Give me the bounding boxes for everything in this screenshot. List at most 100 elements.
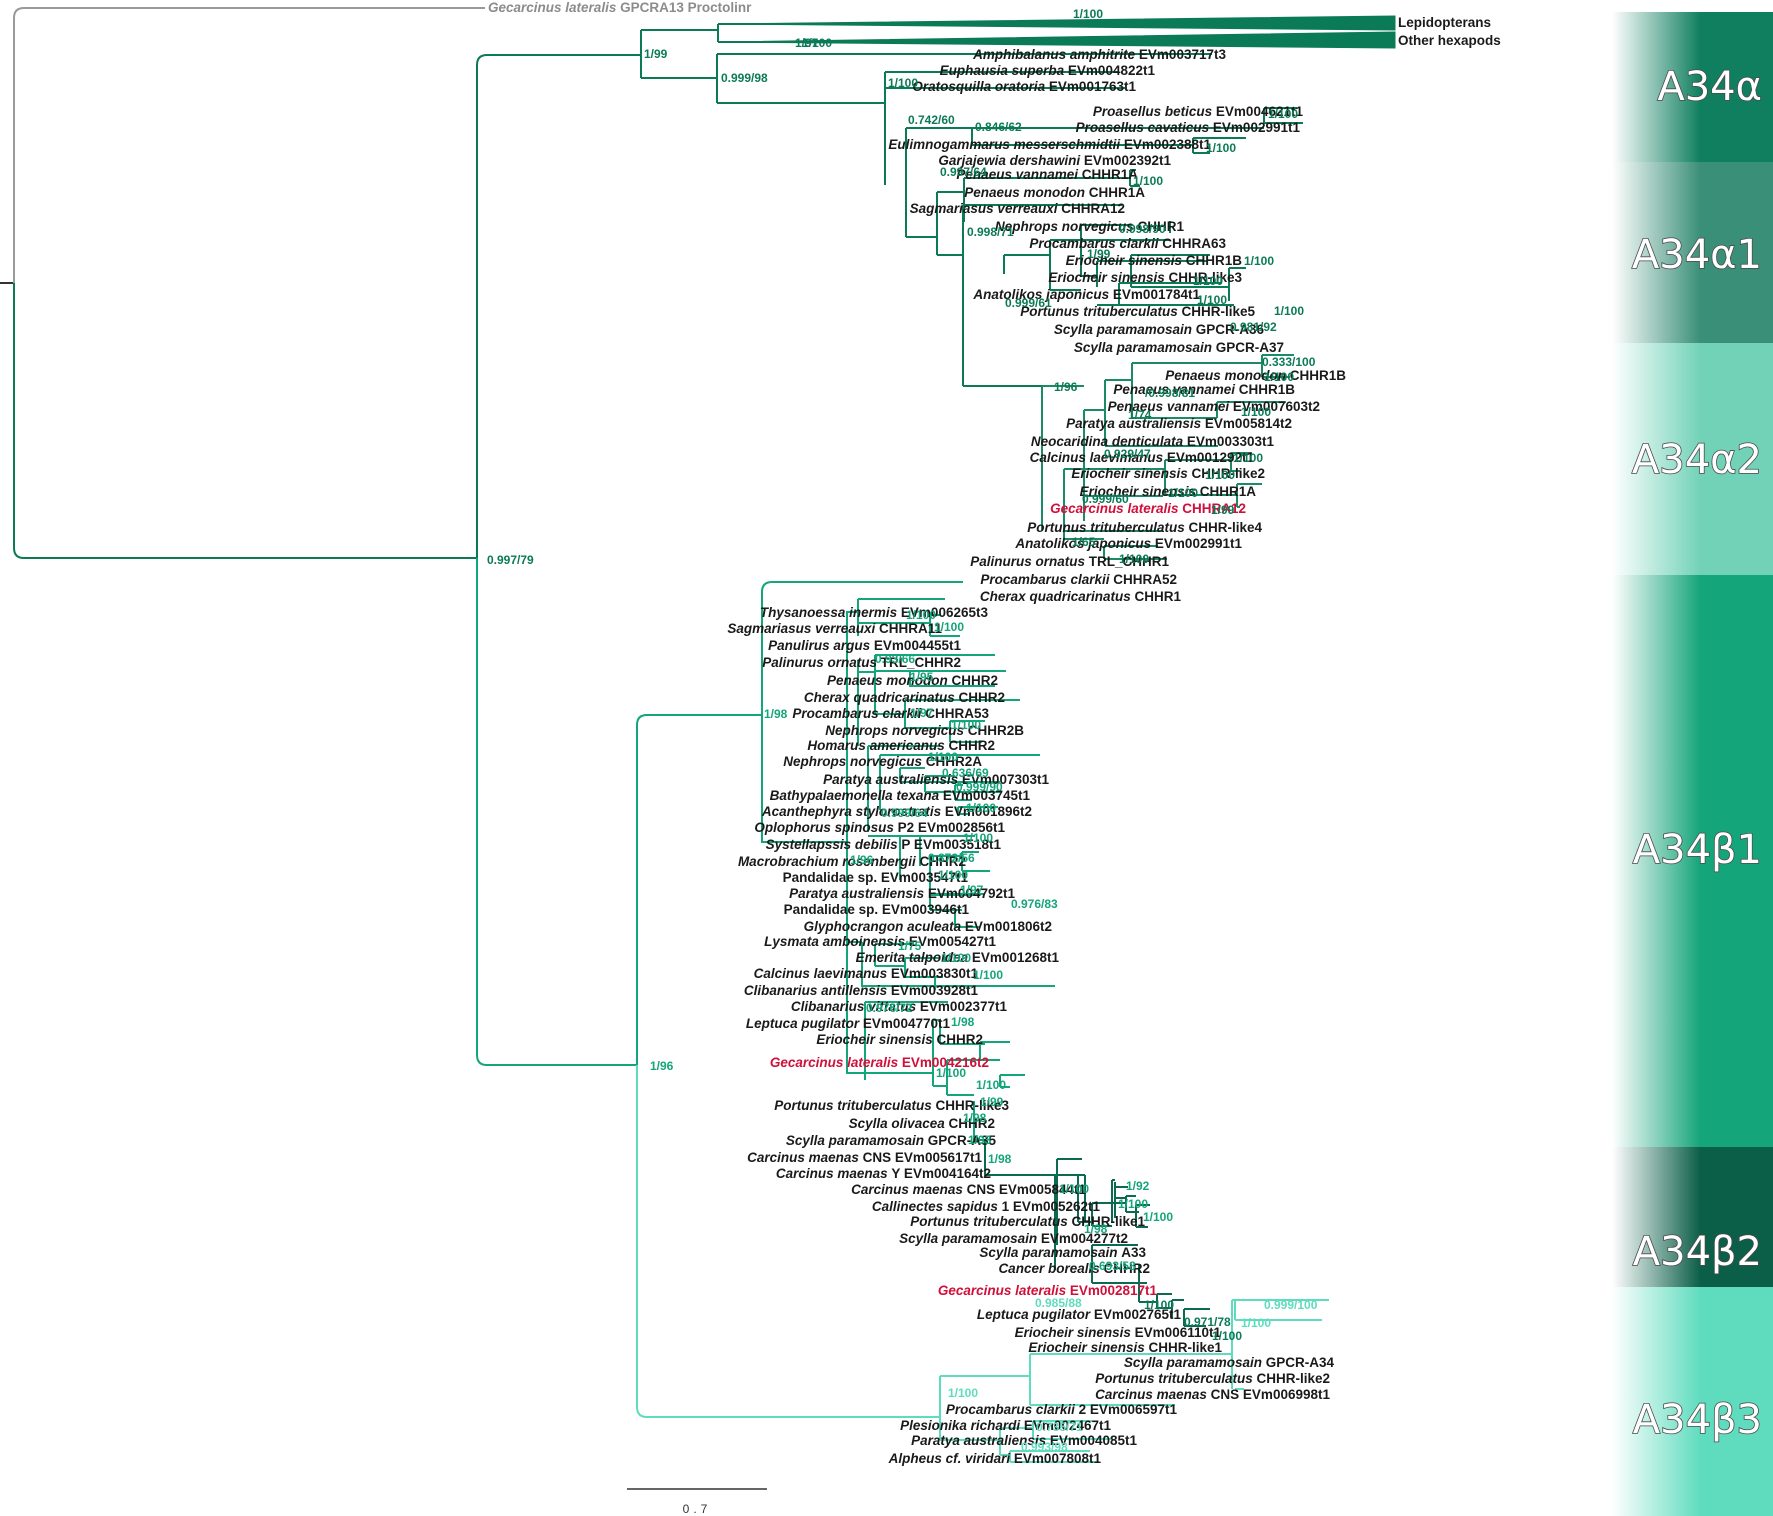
scale-bar: 0.7 <box>627 1488 767 1516</box>
leaf-label: Proasellus beticus EVm004621t1 <box>1093 104 1304 119</box>
support-value: 1/100 <box>1119 552 1149 566</box>
leaf-gene: CHHRA11 <box>879 621 943 636</box>
leaf-species: Penaeus vannamei <box>1113 382 1238 397</box>
leaf-species: Nephrops norvegicus <box>995 219 1138 234</box>
leaf-label: Scylla paramamosain A33 <box>979 1245 1146 1260</box>
clade-label-alpha2: A34α2 <box>1632 437 1762 483</box>
leaf-label: Portunus trituberculatus CHHR-like2 <box>1095 1371 1330 1386</box>
leaf-gene: CHHR1 <box>1137 219 1184 234</box>
leaf-species: Nephrops norvegicus <box>825 723 968 738</box>
leaf-label: Scylla paramamosain EVm004277t2 <box>899 1231 1128 1246</box>
leaf-label: Lysmata amboinensis EVm005427t1 <box>764 934 996 949</box>
leaf-label: Eriocheir sinensis CHHR-like1 <box>1028 1340 1222 1355</box>
leaf-gene: GPCR-A34 <box>1266 1355 1335 1370</box>
leaf-label: Garjajewia dershawini EVm002392t1 <box>938 153 1171 168</box>
support-value: 0.999/64 <box>881 806 928 820</box>
support-value: 0.976/72 <box>866 1001 913 1015</box>
support-value: 1/100 <box>1264 370 1294 384</box>
leaf-label: Scylla paramamosain GPCR-A34 <box>1124 1355 1335 1370</box>
support-value: 0.993/98 <box>1021 1440 1068 1454</box>
support-value: 1/100 <box>1118 1197 1148 1211</box>
leaf-label: Scylla paramamosain GPCR-A37 <box>1074 340 1284 355</box>
leaf-label: Oplophorus spinosus P2 EVm002856t1 <box>754 820 1005 835</box>
leaf-label: Callinectes sapidus 1 EVm005262t1 <box>872 1199 1101 1214</box>
leaf-label: Nephrops norvegicus CHHR2B <box>825 723 1024 738</box>
support-value: 1/99 <box>644 47 668 61</box>
support-value: 1/100 <box>1212 1329 1242 1343</box>
leaf-species: Panulirus argus <box>768 638 874 653</box>
scale-bar-label: 0.7 <box>683 1502 712 1516</box>
leaf-gene: CHHR2 <box>951 673 998 688</box>
leaf-label: Portunus trituberculatus CHHR-like3 <box>774 1098 1009 1113</box>
leaf-species: Procambarus clarkii <box>1029 236 1162 251</box>
leaf-gene: CHHRA12 <box>1182 501 1246 516</box>
leaf-gene: CHHR1A <box>1089 185 1146 200</box>
leaf-gene: CHHR-like1 <box>1071 1214 1145 1229</box>
leaf-species: Scylla paramamosain <box>979 1245 1121 1260</box>
support-value: 1/100 <box>1205 468 1235 482</box>
leaf-species: Lysmata amboinensis <box>764 934 909 949</box>
support-value: 1/100 <box>1144 1298 1174 1312</box>
support-value: 1/100 <box>941 951 971 965</box>
leaf-label: Procambarus clarkii CHHRA52 <box>980 572 1177 587</box>
beta1-branches <box>636 581 1055 1140</box>
leaf-gene: EVm004085t1 <box>1050 1433 1138 1448</box>
leaf-gene: CHHRA52 <box>1113 572 1177 587</box>
leaf-gene: CHHR1A <box>1082 167 1139 182</box>
leaf-species: Oplophorus spinosus <box>754 820 897 835</box>
support-value: 1/100 <box>802 36 832 50</box>
leaf-species: Scylla olivacea <box>849 1116 949 1131</box>
leaf-gene: Pandalidae sp. EVm003547t1 <box>783 870 969 885</box>
leaf-species: Proasellus cavaticus <box>1076 120 1213 135</box>
leaf-label: Sagmariasus verreauxi CHHRA12 <box>910 201 1125 216</box>
support-value: 1/100 <box>1268 107 1298 121</box>
leaf-gene: EVm003830t1 <box>891 966 979 981</box>
leaf-species: Eriocheir sinensis <box>1015 1325 1135 1340</box>
leaf-species: Homarus americanus <box>807 738 948 753</box>
leaf-gene: EVm004277t2 <box>1041 1231 1128 1246</box>
leaf-species: Carcinus maenas <box>747 1150 863 1165</box>
leaf-gene: EVm002817t1 <box>1070 1283 1158 1298</box>
leaf-label: Paratya australiensis EVm007303t1 <box>823 772 1049 787</box>
leaf-species: Gecarcinus lateralis <box>938 1283 1070 1298</box>
leaf-species: Eriocheir sinensis <box>1071 466 1191 481</box>
leaf-label: Paratya australiensis EVm005814t2 <box>1066 416 1292 431</box>
support-value: 0.999/90 <box>956 780 1003 794</box>
leaf-label: Panulirus argus EVm004455t1 <box>768 638 961 653</box>
branch-alpha-clade <box>476 54 641 558</box>
leaf-label: Eriocheir sinensis EVm006110t1 <box>1015 1325 1222 1340</box>
leaf-gene: CHHR-like5 <box>1181 304 1255 319</box>
leaf-species: Proasellus beticus <box>1093 104 1216 119</box>
leaf-species: Portunus trituberculatus <box>910 1214 1071 1229</box>
leaf-gene: CNS EVm005617t1 <box>863 1150 983 1165</box>
support-value: 0.636/69 <box>942 766 989 780</box>
leaf-gene: TRL_CHHR2 <box>881 655 961 670</box>
leaf-gene: EVm004455t1 <box>874 638 962 653</box>
support-value: 1/100 <box>1059 1182 1089 1196</box>
leaf-gene: CHHR1B <box>1239 382 1296 397</box>
support-value: 0.998/90 <box>1119 222 1166 236</box>
leaf-species: Anatolikos japonicus <box>1014 536 1155 551</box>
leaf-label: Anatolikos japonicus EVm002991t1 <box>1014 536 1242 551</box>
alpha2-branches <box>1041 354 1294 560</box>
leaf-label: Eriocheir sinensis CHHR-like3 <box>1048 270 1242 285</box>
leaf-species: Systellapssis debilis <box>766 837 902 852</box>
collapsed-other-hexapods <box>717 31 1396 49</box>
support-value: 1/100 <box>1193 274 1223 288</box>
support-value: 1/100 <box>1168 486 1198 500</box>
leaf-gene: P EVm003518t1 <box>901 837 1001 852</box>
leaf-species: Paratya australiensis <box>789 886 928 901</box>
leaf-label: Amphibalanus amphitrite EVm003717t3 <box>972 47 1226 62</box>
support-value: 0.985/88 <box>1035 1296 1082 1310</box>
leaf-label: Leptuca pugilator EVm004770t1 <box>746 1016 951 1031</box>
leaf-species: Eriocheir sinensis <box>1066 253 1186 268</box>
leaf-label: Proasellus cavaticus EVm002991t1 <box>1076 120 1301 135</box>
leaf-gene: EVm002392t1 <box>1084 153 1172 168</box>
leaf-label: Anatolikos japonicus EVm001784t1 <box>972 287 1200 302</box>
leaf-gene: CHHR-like1 <box>1148 1340 1222 1355</box>
leaf-label: Nephrops norvegicus CHHR2A <box>783 754 982 769</box>
leaf-species: Acanthephyra stylorostratis <box>761 804 945 819</box>
support-value: 1/100 <box>1133 174 1163 188</box>
leaf-gene: CNS EVm005844t1 <box>967 1182 1087 1197</box>
leaf-label: Calcinus laevimanus EVm001292t1 <box>1030 450 1255 465</box>
